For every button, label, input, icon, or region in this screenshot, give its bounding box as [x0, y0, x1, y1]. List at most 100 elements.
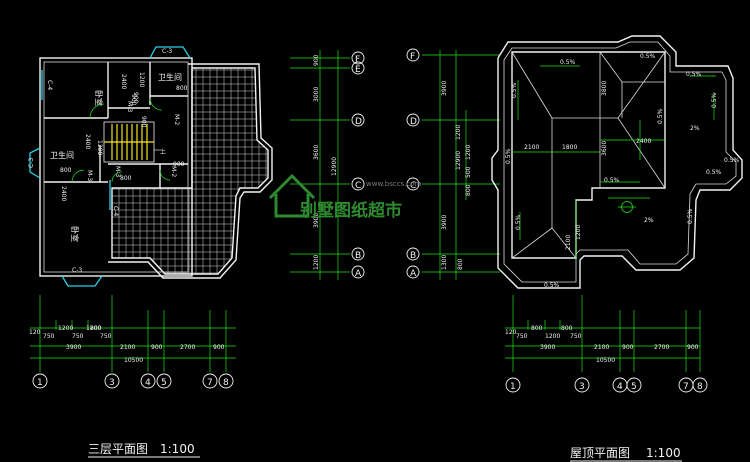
svg-text:B: B	[410, 251, 416, 261]
inner-dim-2: 2400	[84, 134, 91, 149]
svg-text:800: 800	[90, 325, 102, 332]
plan-title-roof: 屋顶平面图 1:100	[570, 446, 682, 462]
svg-text:800: 800	[561, 325, 573, 332]
svg-text:0.5%: 0.5%	[511, 82, 518, 98]
svg-text:1800: 1800	[562, 144, 577, 151]
window-label-c4-b: C-4	[112, 206, 119, 216]
stair-up-label: 上	[160, 148, 166, 156]
bottom-dim-row1: 120 750 1200 750 1200 800 750	[29, 325, 112, 340]
svg-text:800: 800	[457, 258, 464, 270]
bottom-dim-row2: 3900 2100 900 2700 900	[66, 344, 225, 351]
house-walls	[39, 57, 193, 277]
roof-inner-dim-lines	[512, 139, 665, 258]
right-axis-column: F D C B A 3900 1200 3900 1300 800 12900 …	[406, 48, 500, 280]
middle-axis-column: 900 3000 3600 3900 1200 12900 F E D C B …	[290, 50, 365, 280]
inner-dim-5: 1200	[138, 72, 145, 87]
svg-text:8: 8	[223, 378, 229, 388]
svg-text:0.5%: 0.5%	[711, 92, 718, 108]
roof-bottom-dim-row2: 3900 2100 900 2700 900	[540, 344, 699, 351]
svg-text:屋顶平面图: 屋顶平面图	[570, 446, 630, 460]
svg-text:3000: 3000	[313, 87, 320, 102]
room-label-bathroom-2: 卫生间	[50, 150, 74, 160]
svg-text:2700: 2700	[180, 344, 195, 351]
roof-bottom-total-dim: 10500	[596, 357, 615, 364]
door-label-m3-a: M-3	[126, 101, 133, 112]
svg-text:4: 4	[617, 382, 623, 392]
svg-text:500: 500	[465, 166, 472, 178]
svg-text:12900: 12900	[455, 151, 462, 170]
room-label-bedroom-1: 卧室	[94, 90, 104, 106]
opening-width-6: 800	[120, 175, 132, 182]
svg-text:2100: 2100	[565, 235, 572, 250]
svg-text:1300: 1300	[441, 255, 448, 270]
svg-text:3900: 3900	[441, 81, 448, 96]
bay-window-top	[149, 46, 191, 59]
door-label-m2-b: M-2	[170, 166, 177, 177]
svg-text:800: 800	[531, 325, 543, 332]
room-label-bathroom-1: 卫生间	[158, 72, 182, 82]
roof-bottom-dim-row1: 120 750 800 1200 800 750	[505, 325, 582, 340]
svg-text:2100: 2100	[524, 144, 539, 151]
door-swings	[71, 97, 171, 183]
svg-text:800: 800	[465, 184, 472, 196]
svg-text:0.5%: 0.5%	[560, 59, 576, 66]
svg-text:2%: 2%	[690, 125, 700, 132]
svg-text:1200: 1200	[575, 225, 582, 240]
watermark: www.bsccs.com 别墅图纸超市	[268, 173, 422, 221]
roof-bottom-axis-bubbles: 1 3 4 5 7 8	[505, 377, 708, 393]
svg-text:A: A	[410, 269, 417, 279]
svg-text:7: 7	[207, 378, 213, 388]
door-label-m2-a: M-2	[173, 114, 180, 125]
window-label-c3-b: C-3	[28, 158, 35, 168]
door-label-m3-b: M-3	[86, 170, 93, 181]
svg-text:3900: 3900	[313, 213, 320, 228]
svg-text:1200: 1200	[58, 325, 73, 332]
roof-ridges	[511, 51, 666, 259]
watermark-text: 别墅图纸超市	[299, 200, 402, 221]
svg-text:1200: 1200	[465, 145, 472, 160]
svg-text:0.5%: 0.5%	[686, 71, 702, 78]
svg-text:1200: 1200	[455, 125, 462, 140]
roof-slope-labels: 0.5% 0.5% 0.5% 0.5% 0.5% 0.5% 0.5% 0.5% …	[505, 53, 740, 289]
window-label-c3-a: C-3	[162, 48, 172, 55]
svg-text:7: 7	[683, 382, 689, 392]
svg-text:2400: 2400	[636, 138, 651, 145]
svg-text:3600: 3600	[601, 141, 608, 156]
plan-title-third-floor: 三层平面图 1:100	[88, 442, 200, 458]
room-label-bedroom-2: 卧室	[70, 226, 80, 242]
svg-text:2700: 2700	[654, 344, 669, 351]
svg-text:0.5%: 0.5%	[505, 148, 512, 164]
bottom-axis-bubbles: 1 3 4 5 7 8	[32, 373, 234, 389]
watermark-url: www.bsccs.com	[366, 180, 422, 188]
opening-width-3: 900	[130, 94, 137, 106]
svg-text:1200: 1200	[86, 325, 101, 332]
svg-text:2100: 2100	[120, 344, 135, 351]
roof-plan: 0.5% 0.5% 0.5% 0.5% 0.5% 0.5% 0.5% 0.5% …	[491, 35, 743, 462]
svg-text:A: A	[355, 269, 362, 279]
bottom-total-dim: 10500	[124, 357, 143, 364]
svg-text:1:100: 1:100	[160, 442, 195, 456]
window-label-c4-a: C-4	[46, 80, 53, 90]
svg-text:750: 750	[516, 333, 528, 340]
svg-text:0.5%: 0.5%	[706, 169, 722, 176]
svg-text:1:100: 1:100	[646, 446, 681, 460]
svg-text:750: 750	[43, 333, 55, 340]
roof-inner-outline	[503, 41, 737, 283]
svg-text:120: 120	[505, 329, 517, 336]
svg-text:3800: 3800	[601, 81, 608, 96]
inner-dim-3: 2400	[60, 186, 67, 201]
svg-text:4: 4	[145, 378, 151, 388]
svg-text:C: C	[410, 181, 416, 191]
bay-window-bottom	[61, 275, 103, 287]
roof-outer-outline	[491, 35, 743, 289]
third-floor-plan: 上 卧室 卫生间 卫生间 卧室 M-3 M-2 M-3 M-2 M-3 C-3 …	[28, 46, 273, 458]
svg-text:750: 750	[100, 333, 112, 340]
bay-window-left	[29, 147, 41, 179]
svg-text:0.5%: 0.5%	[604, 177, 620, 184]
svg-text:0.5%: 0.5%	[687, 208, 694, 224]
svg-text:2100: 2100	[594, 344, 609, 351]
drainage-arrows	[517, 65, 716, 240]
roof-bottom-dimension-lines	[505, 295, 701, 372]
svg-text:3: 3	[109, 378, 115, 388]
